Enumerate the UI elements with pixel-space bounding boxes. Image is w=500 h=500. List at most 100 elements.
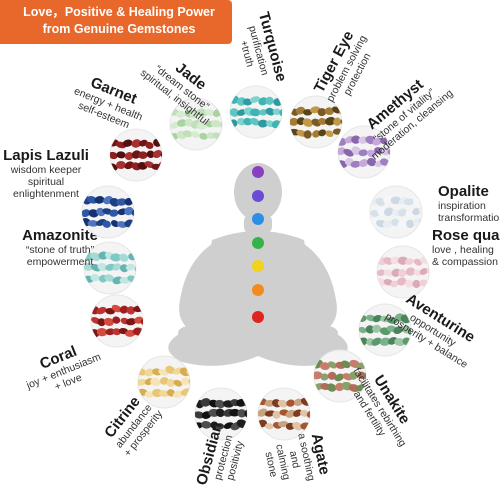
gemstone-chips <box>110 138 162 171</box>
gemstone-chip <box>150 377 161 386</box>
gemstone-chip <box>319 362 330 371</box>
gemstone-chip <box>219 132 222 140</box>
banner-line-2: from Genuine Gemstones <box>42 22 196 36</box>
gemstone-chips <box>138 365 190 399</box>
gemstone-chip <box>230 108 240 117</box>
banner-line-1: Love，Positive & Healing Power <box>23 5 215 19</box>
gemstone-chip <box>265 107 275 116</box>
gemstone-chip <box>201 421 212 429</box>
gemstone-chip <box>383 269 394 277</box>
gemstone-chip <box>314 371 323 380</box>
gemstone-chip <box>111 304 122 313</box>
gemstone-chip <box>285 409 296 418</box>
gemstone-chip <box>320 373 329 381</box>
gemstone-chip <box>133 276 136 284</box>
chakra-dots <box>252 166 264 323</box>
gemstone-chip <box>116 151 126 159</box>
chakra-dot <box>252 260 264 272</box>
gemstone-chip <box>87 220 99 227</box>
gemstone-chip <box>367 157 377 167</box>
gemstone-description-line: & compassion <box>432 256 498 268</box>
gemstone-chip <box>264 423 274 430</box>
gemstone-chip <box>176 119 187 127</box>
gemstone-chip <box>96 306 107 315</box>
gemstone-chip <box>299 409 309 417</box>
gemstone-chips <box>338 135 390 168</box>
gemstone-chip <box>109 198 120 207</box>
gemstone-chip <box>110 253 122 262</box>
gemstone-chip <box>145 141 154 149</box>
gemstone-chip <box>294 398 303 406</box>
gemstone-chip <box>110 151 118 160</box>
gemstone-chip <box>333 117 342 126</box>
gemstone-chip <box>327 371 337 380</box>
gemstone-name: Opalite <box>438 183 489 200</box>
gemstone-chip <box>359 326 367 334</box>
gemstone-chip <box>279 108 282 117</box>
gemstone-chip <box>131 139 142 148</box>
gemstone-chip <box>90 274 100 282</box>
gemstone-chip <box>412 279 421 288</box>
gemstone-chip <box>119 305 129 314</box>
gemstone-chip <box>102 220 111 228</box>
gemstone-chip <box>124 206 134 216</box>
gemstone-chip <box>405 279 414 288</box>
gemstone-chip <box>182 130 193 138</box>
gemstone-chip <box>312 130 321 138</box>
gemstone-chip <box>259 109 268 116</box>
gemstone-description-line: enlightenment <box>13 188 79 200</box>
gemstone-chip <box>199 132 208 140</box>
gemstone-chip <box>87 195 98 204</box>
gemstone-name: Lapis Lazuli <box>3 147 89 164</box>
gemstone-chip <box>351 135 361 144</box>
gemstone-chip <box>97 262 108 272</box>
gemstone-description-line: love , healing <box>432 244 494 256</box>
gemstone-chip <box>365 325 375 334</box>
gemstone-chip <box>371 337 382 346</box>
gemstone-chip <box>398 269 407 278</box>
gemstone-chip <box>116 161 126 170</box>
gemstone-chip <box>272 410 281 419</box>
gemstone-chip <box>324 116 336 126</box>
gemstone-chip <box>88 209 99 218</box>
gemstone-chip <box>303 130 312 139</box>
gemstone-chip <box>363 361 366 368</box>
gemstone-chip <box>407 326 411 336</box>
chakra-dot <box>252 190 264 202</box>
gemstone-chip <box>214 399 226 409</box>
gemstone-chip <box>125 318 137 326</box>
gemstone-chip <box>152 150 162 159</box>
gemstone-chip <box>242 98 253 106</box>
gemstone-chip <box>358 159 369 167</box>
title-banner: Love，Positive & Healing Power from Genui… <box>0 0 232 44</box>
gemstone-chip <box>265 96 274 105</box>
gemstone-chip <box>159 377 169 385</box>
gemstone-chip <box>286 399 295 407</box>
gemstone-chip <box>317 108 327 117</box>
gemstone-chips <box>91 304 143 338</box>
gemstone-chip <box>383 257 393 265</box>
gemstone-chip <box>318 129 327 137</box>
gemstone-chip <box>372 137 382 146</box>
gemstone-chips <box>377 256 429 288</box>
gemstone-chip <box>404 258 414 265</box>
gemstone-chip <box>244 409 247 418</box>
gemstone-chip <box>197 108 208 117</box>
gemstone-chip <box>277 421 289 428</box>
gemstone-chip <box>397 277 407 286</box>
gemstone-chip <box>204 109 215 116</box>
gemstone-chip <box>390 196 401 205</box>
gemstone-chip <box>341 360 351 369</box>
gemstone-chip <box>236 109 247 116</box>
gemstone-chip <box>125 263 135 271</box>
gemstone-chip <box>349 371 358 380</box>
gemstone-chip <box>292 422 303 431</box>
